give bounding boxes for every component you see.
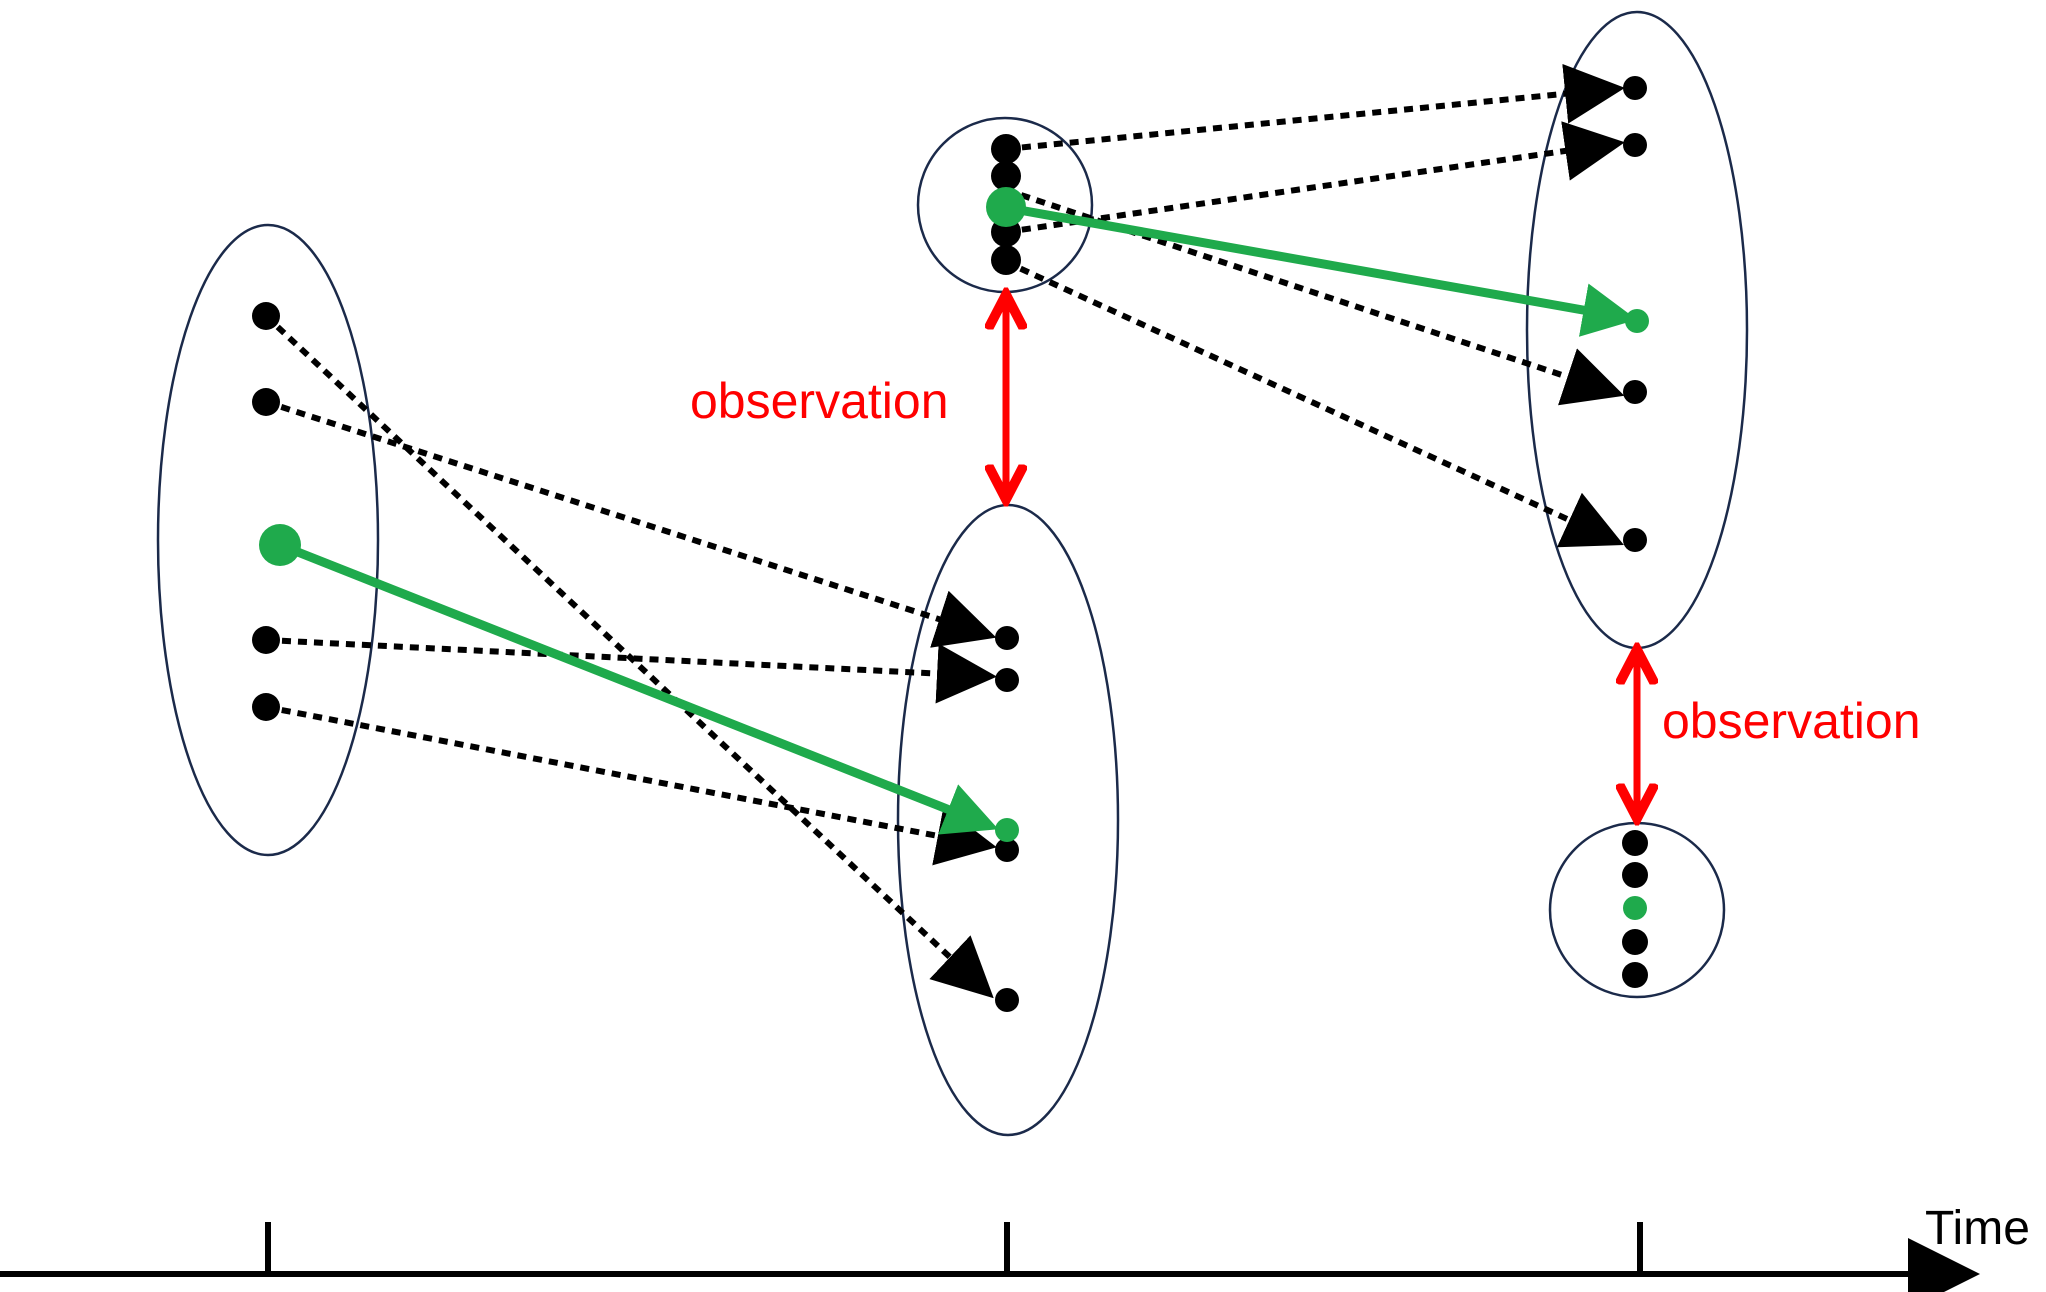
particle xyxy=(1622,962,1648,988)
particle xyxy=(1623,380,1647,404)
propagation-arrow xyxy=(265,704,997,866)
highlighted-particle xyxy=(995,818,1019,842)
particle xyxy=(252,693,280,721)
propagation-arrow xyxy=(1005,63,1625,152)
t2-observed-particles xyxy=(986,134,1026,275)
highlighted-particle xyxy=(986,187,1026,227)
t2-predicted-particles xyxy=(995,626,1019,1012)
propagation-arrows-t1 xyxy=(263,313,997,999)
observation-arrows xyxy=(1006,298,1637,815)
highlighted-particle xyxy=(1625,309,1649,333)
particle xyxy=(991,134,1021,164)
propagation-arrows-t2 xyxy=(1004,63,1625,548)
particle xyxy=(1623,76,1647,100)
particle xyxy=(995,626,1019,650)
t1-particle-cloud xyxy=(156,223,380,857)
propagation-arrow xyxy=(1005,121,1625,235)
observation-label-1: observation xyxy=(690,373,949,429)
highlighted-particle xyxy=(1623,896,1647,920)
t3-observed-particles xyxy=(1622,830,1648,988)
particle xyxy=(991,245,1021,275)
time-axis xyxy=(0,1222,1980,1292)
time-axis-label: Time xyxy=(1925,1202,2030,1255)
t1-particles xyxy=(252,302,301,721)
particle xyxy=(995,988,1019,1012)
highlighted-trajectories xyxy=(278,203,1637,835)
distribution-shapes xyxy=(156,10,1749,1137)
highlighted-particle xyxy=(259,524,301,566)
propagation-arrow xyxy=(1005,187,1625,406)
particle xyxy=(1622,862,1648,888)
highlight-arrow-t1 xyxy=(278,540,999,835)
particle xyxy=(252,626,280,654)
particle xyxy=(991,161,1021,191)
particle xyxy=(252,388,280,416)
propagation-arrow xyxy=(265,399,997,648)
propagation-arrow xyxy=(265,637,997,704)
observation-label-2: observation xyxy=(1662,693,1921,749)
particle xyxy=(1623,133,1647,157)
particle xyxy=(1622,929,1648,955)
highlight-arrow-t2 xyxy=(1007,203,1637,337)
t3-predicted-particles xyxy=(1623,76,1649,552)
particle xyxy=(1622,830,1648,856)
particle xyxy=(1623,528,1647,552)
propagation-arrow xyxy=(263,313,994,999)
particle xyxy=(995,668,1019,692)
particle xyxy=(252,302,280,330)
particle xyxy=(995,838,1019,862)
